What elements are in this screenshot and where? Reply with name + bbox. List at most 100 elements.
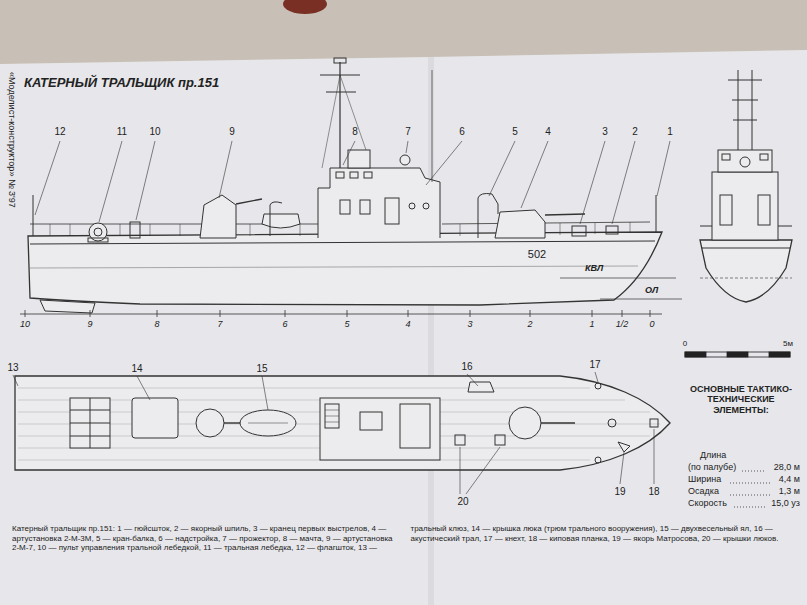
frame-number: 0	[649, 319, 654, 329]
side-view-part	[400, 155, 410, 165]
side-leader-lines-part	[99, 141, 122, 222]
frame-number: 1/2	[616, 319, 629, 329]
side-view-part	[630, 222, 631, 233]
side-leader-lines-part	[35, 141, 60, 215]
callout-number: 10	[149, 126, 160, 138]
plan-view-part	[325, 422, 339, 423]
side-view-part	[250, 224, 251, 236]
plan-view-part	[650, 419, 658, 427]
plan-view-part	[18, 388, 660, 460]
callout-number: 14	[131, 363, 142, 375]
table-dot-leaders	[730, 471, 772, 507]
side-view-part	[70, 224, 71, 236]
background-part	[283, 0, 327, 14]
callout-number: 12	[54, 126, 65, 138]
front-view-part	[712, 172, 778, 240]
side-view-part	[572, 226, 586, 236]
table-dot-leaders-part	[742, 471, 766, 472]
callout-number: 3	[602, 126, 608, 138]
plan-view-part	[618, 442, 630, 452]
front-view-part	[720, 195, 732, 225]
frame-number: 2	[527, 319, 532, 329]
front-view-part	[778, 226, 792, 227]
background-part	[428, 57, 434, 605]
side-view-part	[347, 310, 348, 317]
side-view-part	[340, 75, 366, 150]
plan-view-part	[455, 435, 465, 445]
plan-view-part	[70, 398, 110, 448]
side-view-part	[25, 310, 26, 317]
scale-bar	[685, 352, 790, 357]
side-view-part	[50, 224, 51, 236]
table-cell: 1,3 м	[779, 486, 800, 496]
side-view-part	[120, 224, 121, 236]
frame-number: 6	[282, 319, 287, 329]
plan-leader-lines-part	[654, 429, 655, 484]
side-view-part	[385, 198, 399, 224]
side-view-part	[592, 310, 593, 317]
callout-number: 17	[589, 359, 600, 371]
side-leader-lines-part	[521, 141, 548, 208]
side-view-part	[300, 224, 301, 236]
drawing-title: КАТЕРНЫЙ ТРАЛЬЩИК пр.151	[24, 76, 219, 91]
plan-leader-lines-part	[466, 447, 500, 494]
plan-view	[15, 376, 670, 470]
table-heading: ОСНОВНЫЕ ТАКТИКО-ТЕХНИЧЕСКИЕ ЭЛЕМЕНТЫ:	[680, 384, 802, 415]
scale-bar-part	[685, 352, 790, 357]
plan-leader-lines-part	[460, 447, 461, 494]
scale-value: 5м	[783, 339, 793, 348]
side-view-part	[360, 200, 370, 214]
side-view-part	[40, 300, 95, 313]
callout-number: 19	[614, 486, 625, 498]
plan-view-part	[325, 416, 339, 417]
callout-number: 13	[7, 362, 18, 374]
side-view-part	[470, 310, 471, 317]
frame-number: 7	[217, 319, 222, 329]
plan-leader-lines-part	[595, 372, 598, 382]
waterline-label: КВЛ	[585, 263, 603, 273]
side-view-part	[220, 310, 221, 317]
side-view-part	[460, 224, 461, 236]
side-view-part	[25, 310, 650, 317]
side-view-part	[622, 310, 623, 317]
side-view-part	[478, 194, 498, 239]
plan-view-part	[541, 422, 575, 423]
frame-number: 5	[344, 319, 349, 329]
plan-view-part	[240, 410, 296, 436]
side-view-part	[348, 150, 370, 168]
front-view-part	[700, 240, 792, 302]
side-leader-lines-part	[136, 141, 155, 220]
front-view-part	[700, 278, 792, 279]
side-view	[20, 58, 682, 317]
side-view-part	[88, 238, 108, 242]
front-view-part	[752, 70, 753, 150]
side-view-part	[322, 75, 340, 168]
callout-number: 7	[405, 126, 411, 138]
plan-view-part	[18, 388, 590, 389]
front-view-part	[760, 154, 768, 160]
front-view-part	[718, 150, 772, 172]
side-view-part	[408, 310, 409, 317]
side-view-part	[150, 224, 151, 236]
figure-caption: Катерный тральщик пр.151: 1 — гюйсшток, …	[12, 524, 795, 553]
front-view-part	[733, 120, 757, 121]
front-view-part	[728, 80, 762, 81]
plan-view-part	[360, 412, 382, 430]
side-view-part	[656, 195, 657, 232]
table-cell: Длина	[700, 450, 726, 460]
plan-view-part	[18, 460, 590, 461]
side-view-part	[545, 214, 585, 215]
table-cell: 28,0 м	[774, 462, 800, 472]
frame-number: 3	[467, 319, 472, 329]
frame-number: 10	[20, 319, 30, 329]
side-view-part	[180, 224, 181, 236]
plan-view-part	[325, 404, 339, 428]
table-dot-leaders-part	[734, 507, 765, 508]
front-view-part	[702, 248, 790, 249]
side-leader-lines-part	[426, 141, 462, 185]
plan-leader-lines-part	[620, 452, 624, 484]
side-view-part	[30, 241, 655, 244]
scale-value: 0	[683, 339, 687, 348]
